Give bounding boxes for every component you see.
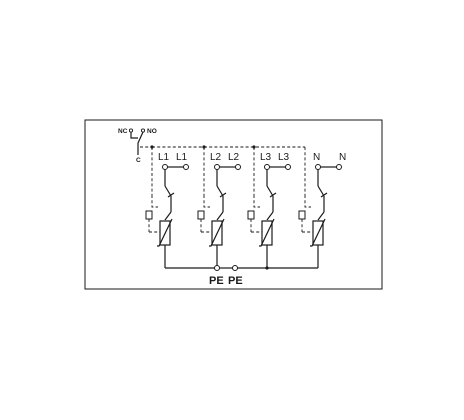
- indicator-flag: [247, 210, 255, 220]
- pe-label: PE: [209, 275, 224, 287]
- out-terminal: [285, 164, 291, 170]
- varistor-mark: [310, 218, 326, 247]
- out-terminal: [183, 164, 189, 170]
- disconnector-mark: [320, 192, 328, 198]
- out-terminal-label: L2: [228, 152, 240, 163]
- in-terminal: [214, 164, 220, 170]
- in-terminal: [162, 164, 168, 170]
- nc-terminal: [128, 128, 134, 133]
- pe-terminal: [214, 265, 220, 271]
- out-terminal: [235, 164, 241, 170]
- signal-contact: NC NO C: [118, 128, 157, 164]
- indicator-dashed-link: [203, 195, 210, 208]
- disconnector-blade: [317, 185, 325, 197]
- c-label: C: [136, 157, 141, 164]
- disconnector-blade: [216, 211, 224, 221]
- module-l2: L2 L2: [197, 145, 241, 268]
- in-terminal-label: L3: [260, 152, 272, 163]
- nc-label: NC: [118, 128, 128, 135]
- indicator-flag: [298, 210, 306, 220]
- indicator-dashed-link: [151, 195, 158, 208]
- varistor-mark: [209, 218, 225, 247]
- pe-terminal: [232, 265, 238, 271]
- disconnector-blade: [164, 211, 172, 221]
- disconnector-blade: [266, 185, 274, 197]
- in-terminal-label: L1: [158, 152, 170, 163]
- indicator-dashed-link: [304, 195, 311, 208]
- out-terminal-label: L1: [176, 152, 188, 163]
- disconnector-blade: [164, 185, 172, 197]
- no-label: NO: [147, 128, 157, 135]
- contact-lever: [137, 131, 144, 144]
- junction-dot: [265, 266, 269, 270]
- no-terminal: [140, 128, 146, 133]
- out-terminal: [336, 164, 342, 170]
- out-terminal-label: L3: [278, 152, 290, 163]
- out-terminal-label: N: [339, 152, 346, 163]
- indicator-flag: [145, 210, 153, 220]
- module-l3: L3 L3: [247, 145, 291, 268]
- in-terminal: [264, 164, 270, 170]
- disconnector-mark: [219, 192, 227, 198]
- disconnector-blade: [317, 211, 325, 221]
- varistor-mark: [259, 218, 275, 247]
- indicator-dashed-link: [253, 195, 260, 208]
- in-terminal-label: L2: [210, 152, 222, 163]
- disconnector-blade: [266, 211, 274, 221]
- diagram-frame: [84, 119, 383, 290]
- disconnector-blade: [216, 185, 224, 197]
- in-terminal-label: N: [313, 152, 320, 163]
- earth-bus: PE PE: [165, 265, 318, 287]
- disconnector-mark: [269, 192, 277, 198]
- nc-wire: [130, 132, 138, 139]
- module-n: N N: [298, 147, 346, 268]
- disconnector-mark: [167, 192, 175, 198]
- indicator-flag: [197, 210, 205, 220]
- module-l1: L1 L1: [145, 145, 189, 268]
- varistor-mark: [157, 218, 173, 247]
- in-terminal: [315, 164, 321, 170]
- pe-label: PE: [228, 275, 243, 287]
